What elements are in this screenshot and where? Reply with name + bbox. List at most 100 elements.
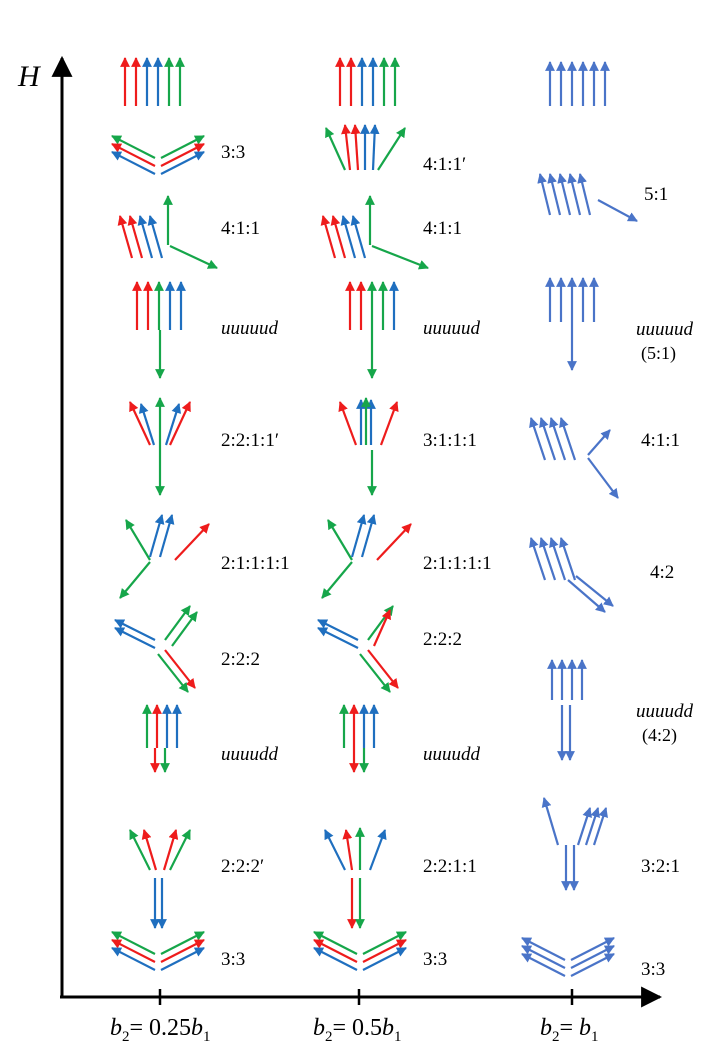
state-label-c3-3: 4:1:1 — [641, 430, 681, 451]
spin-arrow-14 — [127, 215, 144, 259]
spin-arrow-49 — [141, 829, 158, 871]
spin-arrow-142 — [587, 457, 619, 499]
spin-arrow-144 — [539, 537, 557, 581]
state-label-c3-5: uuuudd — [636, 701, 693, 722]
spin-arrow-129 — [577, 173, 592, 216]
spin-arrows — [111, 57, 638, 977]
spin-arrow-73 — [330, 215, 347, 259]
spin-arrow-9 — [111, 143, 156, 167]
spin-arrow-100 — [359, 653, 391, 693]
spin-arrow-113 — [313, 931, 358, 955]
spin-arrow-56 — [111, 939, 156, 963]
state-label-c2-8: 2:2:1:1 — [423, 856, 477, 877]
spin-arrow-140 — [559, 417, 577, 461]
spin-arrow-148 — [575, 575, 614, 607]
spin-arrow-163 — [521, 945, 566, 969]
spin-arrow-32 — [148, 514, 165, 558]
spin-arrow-126 — [547, 173, 562, 216]
spin-arrow-71 — [377, 127, 406, 171]
state-label-c1-9: 3:3 — [221, 949, 246, 970]
spin-arrow-92 — [360, 514, 377, 558]
state-label-c2-2: 4:1:1 — [423, 218, 463, 239]
spin-arrow-26 — [169, 401, 191, 446]
spin-arrow-15 — [137, 215, 154, 259]
spin-arrow-94 — [321, 561, 353, 599]
spin-arrow-156 — [576, 807, 592, 846]
spin-arrow-138 — [539, 417, 557, 461]
spin-arrow-39 — [171, 611, 198, 647]
spin-arrow-18 — [169, 245, 218, 269]
state-label-c1-8: 2:2:2′ — [221, 856, 265, 877]
spin-arrow-75 — [350, 215, 367, 259]
spin-arrow-66 — [324, 127, 347, 171]
state-label-c3-4: 4:2 — [650, 562, 675, 583]
state-label-c1-2: 4:1:1 — [221, 218, 261, 239]
spin-arrow-57 — [160, 939, 205, 963]
spin-arrow-8 — [160, 135, 205, 159]
spin-arrow-13 — [117, 215, 134, 259]
state-label-c3-7: 3:3 — [641, 959, 666, 980]
spin-arrow-108 — [342, 829, 354, 871]
spin-arrow-90 — [327, 519, 353, 561]
spin-arrow-127 — [557, 173, 572, 216]
spin-arrow-147 — [567, 579, 606, 613]
state-label-c3-6: 3:2:1 — [641, 856, 681, 877]
spin-arrow-88 — [379, 401, 399, 446]
spin-arrow-99 — [367, 649, 399, 689]
spin-arrow-165 — [521, 953, 566, 977]
spin-arrow-157 — [584, 807, 600, 846]
state-sublabel-c3-2: (5:1) — [641, 343, 676, 363]
spin-arrow-164 — [570, 945, 615, 969]
x-tick-label-3: b2= b1 — [540, 1015, 599, 1045]
spin-arrow-68 — [350, 124, 361, 171]
state-label-c3-1: 5:1 — [644, 184, 669, 205]
spin-arrow-48 — [129, 829, 151, 871]
spin-arrow-115 — [313, 939, 358, 963]
spin-arrow-34 — [174, 523, 210, 561]
spin-arrow-137 — [529, 417, 547, 461]
spin-arrow-37 — [114, 627, 156, 649]
spin-arrow-141 — [587, 429, 611, 456]
spin-arrow-74 — [340, 215, 357, 259]
spin-arrow-41 — [157, 653, 189, 693]
spin-arrow-98 — [372, 609, 392, 647]
spin-arrow-7 — [111, 135, 156, 159]
spin-arrow-107 — [324, 829, 346, 871]
spin-arrow-158 — [592, 807, 608, 846]
spin-arrow-55 — [160, 931, 205, 955]
spin-arrow-35 — [119, 561, 151, 599]
state-label-c2-6: 2:2:2 — [423, 629, 463, 650]
spin-arrow-11 — [111, 151, 156, 175]
spin-arrow-155 — [541, 797, 560, 846]
spin-arrow-40 — [164, 649, 196, 689]
spin-arrow-10 — [160, 143, 205, 167]
spin-arrow-146 — [559, 537, 577, 581]
spin-arrow-143 — [529, 537, 547, 581]
spin-arrow-93 — [376, 523, 412, 561]
state-label-c2-5: 2:1:1:1:1 — [423, 553, 492, 574]
spin-arrow-125 — [537, 173, 552, 216]
state-label-c1-1: 3:3 — [221, 142, 246, 163]
spin-arrow-128 — [567, 173, 582, 216]
spin-arrow-59 — [160, 947, 205, 971]
spin-arrow-84 — [338, 401, 358, 446]
state-label-c1-5: 2:1:1:1:1 — [221, 553, 290, 574]
state-label-c1-7: uuuudd — [221, 744, 278, 765]
spin-arrow-118 — [362, 947, 407, 971]
spin-arrow-31 — [125, 519, 151, 561]
spin-arrow-54 — [111, 931, 156, 955]
spin-arrow-28 — [164, 403, 182, 446]
spin-arrow-130 — [597, 199, 638, 222]
state-label-c2-9: 3:3 — [423, 949, 448, 970]
state-label-c2-4: 3:1:1:1 — [423, 430, 477, 451]
spin-arrow-166 — [570, 953, 615, 977]
spin-arrow-162 — [570, 937, 615, 961]
state-label-c3-2: uuuuud — [636, 319, 693, 340]
spin-arrow-33 — [158, 514, 175, 558]
spin-arrow-58 — [111, 947, 156, 971]
spin-arrow-70 — [369, 124, 380, 171]
spin-arrow-91 — [350, 514, 367, 558]
state-label-c1-4: 2:2:1:1′ — [221, 430, 279, 451]
state-label-c2-7: uuuudd — [423, 744, 480, 765]
